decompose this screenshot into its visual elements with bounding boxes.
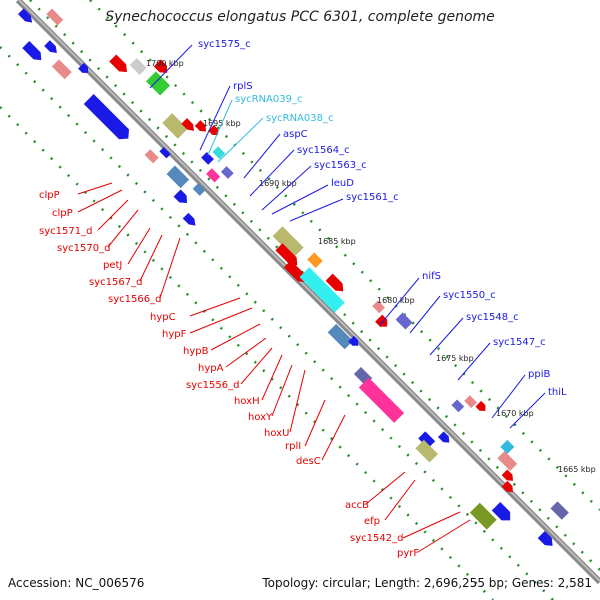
gene-feature (182, 212, 196, 226)
genome-summary-text: Topology: circular; Length: 2,696,255 bp… (262, 576, 592, 590)
gene-label: hoxY (248, 412, 273, 423)
gene-label: efp (364, 516, 380, 527)
gene-feature (272, 226, 304, 258)
gene-feature (206, 168, 221, 183)
tick-label: 1665 kbp (558, 465, 596, 474)
gene-feature (208, 125, 219, 136)
gene-label: hoxU (264, 428, 289, 439)
gene-feature (299, 267, 345, 313)
gene-feature (212, 146, 226, 160)
gene-feature (220, 166, 234, 179)
gene-label: sycRNA038_c (266, 113, 333, 124)
tick-label: 1685 kbp (318, 237, 356, 246)
map-title: Synechococcus elongatus PCC 6301, comple… (105, 9, 495, 25)
tick-label: 1675 kbp (436, 354, 474, 363)
gene-feature (109, 54, 127, 73)
gene-feature (451, 399, 465, 413)
gene-feature (372, 300, 385, 314)
gene-feature (550, 501, 569, 520)
gene-feature (51, 59, 72, 80)
gene-label: accB (345, 500, 369, 511)
gene-label: hypF (162, 329, 187, 340)
gene-label: desC (296, 456, 321, 467)
gene-label: clpP (52, 208, 73, 219)
gene-label: thiL (548, 387, 567, 398)
gene-label: rplI (285, 441, 301, 452)
gene-label: syc1550_c (443, 290, 496, 301)
gene-feature (201, 152, 214, 165)
gene-feature (497, 451, 518, 471)
gene-feature (275, 243, 298, 266)
gene-feature (162, 113, 188, 139)
gene-feature (129, 57, 147, 75)
gene-feature (348, 335, 359, 346)
gene-feature (375, 314, 388, 327)
gene-feature (358, 377, 405, 423)
gene-feature (325, 273, 344, 292)
gene-label: syc1561_c (346, 192, 399, 203)
gene-feature (307, 252, 323, 268)
gene-feature (491, 502, 511, 521)
gene-feature (46, 8, 64, 26)
gene-label: syc1564_c (297, 145, 350, 156)
gene-label: syc1548_c (466, 312, 519, 323)
forward-labels: syc1575_c rplS sycRNA039_c sycRNA038_c a… (149, 39, 567, 429)
gene-feature (17, 8, 33, 23)
gene-label: syc1542_d (350, 533, 403, 544)
gene-label: syc1556_d (186, 380, 239, 391)
gene-feature (537, 531, 553, 546)
gene-label: sycRNA039_c (235, 94, 302, 105)
gene-feature (418, 431, 436, 449)
gene-feature (469, 502, 497, 530)
gene-label: rplS (233, 81, 253, 92)
gene-feature (464, 395, 477, 409)
accession-text: Accession: NC_006576 (8, 576, 145, 590)
gene-label: hypC (150, 312, 176, 323)
gene-label: syc1567_d (89, 277, 142, 288)
gene-feature (166, 165, 190, 189)
gene-label: syc1571_d (39, 226, 92, 237)
tick-label: 1700 kbp (146, 59, 184, 68)
gene-feature (415, 439, 439, 463)
gene-feature (181, 118, 195, 131)
gene-features (17, 8, 569, 546)
gene-label: petJ (103, 260, 122, 271)
gene-feature (144, 149, 159, 164)
gene-feature (159, 147, 171, 159)
gene-feature (145, 71, 171, 96)
gene-feature (83, 94, 130, 140)
gene-label: aspC (283, 129, 308, 140)
gene-label: syc1570_d (57, 243, 110, 254)
gene-feature (22, 41, 42, 61)
gene-feature (500, 439, 515, 454)
gene-label: hoxH (234, 396, 260, 407)
gene-feature (192, 183, 206, 196)
gene-label: ppiB (528, 369, 550, 380)
gene-label: nifS (422, 271, 441, 282)
reverse-labels: clpP clpP syc1571_d syc1570_d petJ syc15… (39, 182, 471, 559)
gene-label: hypB (183, 346, 209, 357)
gene-label: syc1566_d (108, 294, 161, 305)
gene-label: syc1563_c (314, 160, 367, 171)
gene-feature (153, 59, 168, 73)
gene-label: hypA (198, 363, 224, 374)
gene-label: syc1547_c (493, 337, 546, 348)
gene-feature (44, 40, 57, 54)
genome-backbone (15, 0, 600, 585)
gene-feature (475, 400, 486, 411)
gene-feature (78, 62, 89, 73)
tick-label: 1670 kbp (496, 409, 534, 418)
gene-label: syc1575_c (198, 39, 251, 50)
tick-label: 1690 kbp (259, 179, 297, 188)
gene-feature (327, 323, 354, 350)
gene-label: pyrF (397, 548, 419, 559)
tick-label: 1680 kbp (377, 296, 415, 305)
gene-label: leuD (331, 178, 354, 189)
gene-label: clpP (39, 190, 60, 201)
gene-feature (395, 312, 413, 330)
gene-feature (173, 189, 187, 203)
